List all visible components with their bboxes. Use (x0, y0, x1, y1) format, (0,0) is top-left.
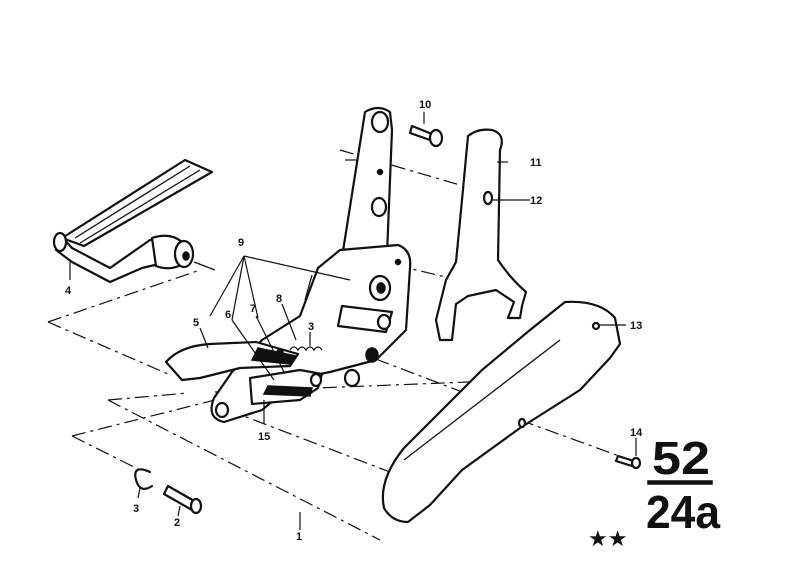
sub-group-number: 24a (646, 486, 720, 538)
part-11-upper-bracket (434, 128, 528, 342)
callout-11: 11 (530, 157, 542, 169)
callout-6: 6 (225, 309, 231, 321)
callout-14: 14 (630, 427, 643, 439)
main-group-number: 52 (652, 432, 710, 484)
callout-labels: 10 11 12 13 14 9 4 5 6 7 8 3 15 3 2 1 (65, 99, 643, 543)
callout-1: 1 (296, 531, 302, 543)
callout-2: 2 (174, 517, 180, 529)
part-2-pin (162, 484, 203, 515)
callout-3-upper: 3 (308, 321, 314, 333)
part-6-pawl (248, 368, 324, 406)
part-3-circlip (134, 468, 154, 490)
callout-7: 7 (250, 303, 256, 315)
callout-12: 12 (530, 195, 542, 207)
callout-13: 13 (630, 320, 642, 332)
part-4-handle-bar (52, 158, 216, 284)
part-13-side-cover (381, 300, 622, 524)
rating-stars: ★★ (588, 527, 627, 552)
group-number-divider (647, 480, 713, 485)
callout-3: 3 (133, 503, 139, 515)
leader-lines (69, 112, 637, 530)
callout-15: 15 (258, 431, 270, 443)
callout-8: 8 (276, 293, 282, 305)
group-number-block: 52 24a ★★ (588, 432, 720, 552)
part-14-screw (614, 454, 642, 470)
callout-10: 10 (419, 99, 431, 111)
part-8-spring (276, 346, 323, 356)
callout-9: 9 (238, 237, 244, 249)
callout-5: 5 (193, 317, 199, 329)
callout-4: 4 (65, 285, 72, 297)
part-10-screw (408, 124, 444, 148)
